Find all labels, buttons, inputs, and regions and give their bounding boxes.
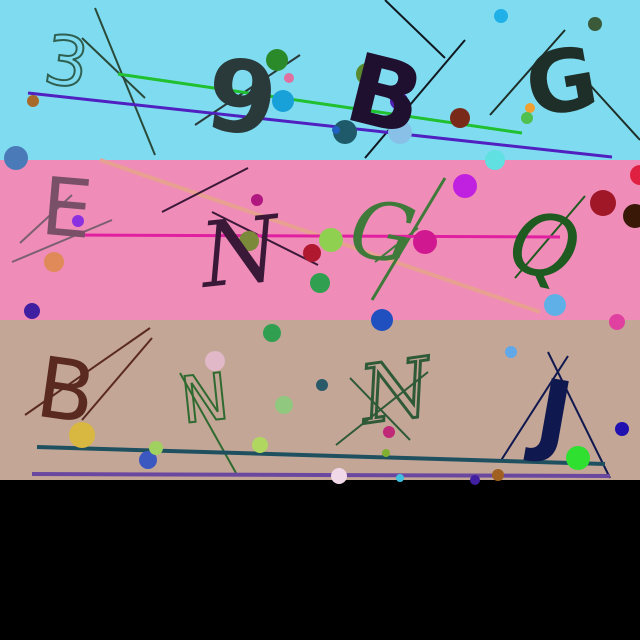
char-2-1: E	[38, 160, 96, 257]
char-2-3: G	[343, 181, 422, 284]
char-1-4: G	[518, 27, 605, 138]
row-1-background	[0, 0, 640, 160]
row-2-noise	[11, 158, 640, 331]
row-1-noise	[4, 0, 640, 170]
row-2-characters: E N G Q	[38, 160, 588, 309]
empty-area	[0, 480, 640, 640]
char-1-2: 9	[199, 35, 284, 161]
row-3-background	[0, 320, 640, 480]
row-3-characters: B N N J	[31, 338, 581, 470]
row-3-noise	[24, 324, 629, 485]
char-2-2: N	[193, 196, 288, 309]
char-3-1: B	[31, 338, 102, 443]
char-3-2: N	[177, 360, 232, 439]
